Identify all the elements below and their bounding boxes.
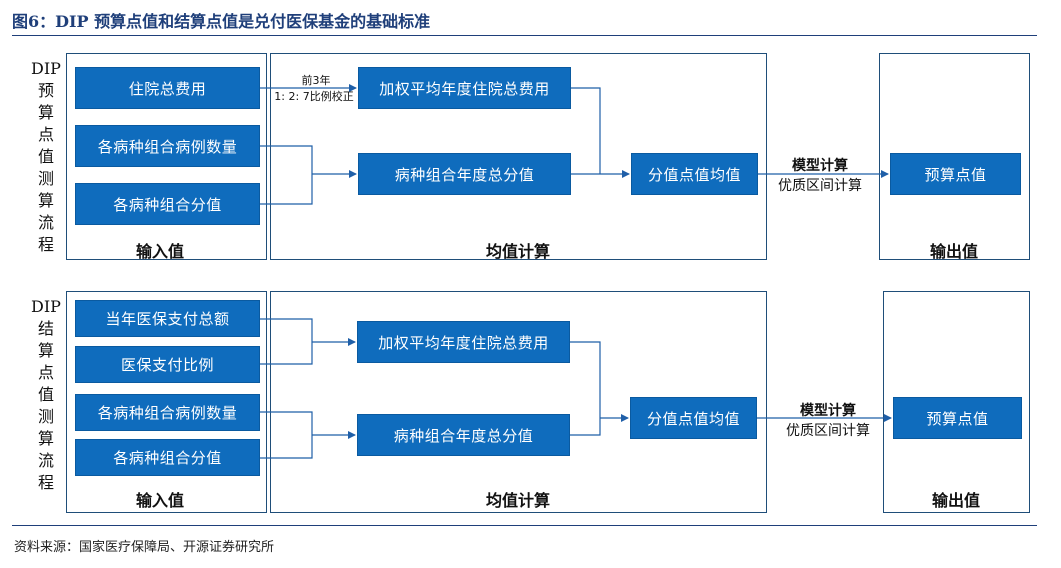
top-edge-label-model: 模型计算 (792, 158, 848, 174)
bottom-output-frame-label: 输出值 (931, 491, 981, 510)
bottom-side-label-line: DIP (31, 297, 61, 316)
top-side-label-line: 流 (37, 213, 54, 232)
top-edge-label-ratio: 1: 2: 7比例校正 (273, 88, 355, 104)
top-side-label-line: 点 (37, 125, 54, 144)
bottom-input-frame (66, 291, 267, 513)
bottom-side-label-line: 算 (37, 341, 54, 360)
title-rule (12, 35, 1037, 36)
top-node-budget-point: 预算点值 (890, 153, 1021, 195)
bottom-side-label-line: 结 (37, 319, 54, 338)
top-side-label-line: 测 (37, 169, 54, 188)
bottom-input-frame-label: 输入值 (135, 491, 185, 510)
bottom-connector-case-count (260, 411, 313, 435)
bottom-side-label: DIP 结 算 点 值 测 算 流 程 (26, 296, 66, 494)
bottom-node-payment-ratio: 医保支付比例 (75, 346, 260, 383)
bottom-side-label-line: 点 (37, 363, 54, 382)
bottom-side-label-line: 流 (37, 451, 54, 470)
top-node-total-cost: 住院总费用 (75, 67, 260, 109)
bottom-connector-total-payment (260, 318, 313, 342)
top-edge-label-prev-years: 前3年 (300, 72, 332, 88)
top-mean-frame (270, 53, 767, 260)
top-side-label-line: 值 (37, 147, 54, 166)
top-connector-weighted (571, 87, 601, 174)
bottom-side-label-line: 测 (37, 407, 54, 426)
bottom-connector-annual-score (570, 418, 601, 436)
top-mean-frame-label: 均值计算 (485, 242, 551, 261)
top-node-point-mean: 分值点值均值 (631, 153, 758, 195)
top-connector-case-count (260, 145, 313, 174)
bottom-mean-frame (270, 291, 767, 513)
bottom-connector-payment-ratio (260, 342, 313, 365)
top-side-label: DIP 预 算 点 值 测 算 流 程 (26, 58, 66, 256)
top-side-label-line: 算 (37, 103, 54, 122)
top-input-frame (66, 53, 267, 260)
bottom-side-label-line: 值 (37, 385, 54, 404)
figure-title: 图6：DIP 预算点值和结算点值是兑付医保基金的基础标准 (12, 12, 431, 31)
top-side-label-line: 算 (37, 191, 54, 210)
source-note: 资料来源：国家医疗保障局、开源证券研究所 (14, 540, 275, 555)
bottom-side-label-line: 算 (37, 429, 54, 448)
top-node-case-count: 各病种组合病例数量 (75, 125, 260, 167)
bottom-edge-label-model: 模型计算 (800, 403, 856, 419)
bottom-node-budget-point: 预算点值 (893, 397, 1022, 439)
top-input-frame-label: 输入值 (135, 242, 185, 261)
bottom-connector-weighted (570, 341, 601, 418)
bottom-node-case-count: 各病种组合病例数量 (75, 394, 260, 431)
top-side-label-line: 预 (37, 81, 54, 100)
top-edge-label-band: 优质区间计算 (778, 178, 862, 194)
top-output-frame (879, 53, 1030, 260)
bottom-node-weighted-cost: 加权平均年度住院总费用 (357, 321, 570, 363)
bottom-node-total-payment: 当年医保支付总额 (75, 300, 260, 337)
source-rule (12, 525, 1037, 526)
bottom-node-point-mean: 分值点值均值 (630, 397, 757, 439)
bottom-side-label-line: 程 (37, 473, 54, 492)
top-node-weighted-cost: 加权平均年度住院总费用 (358, 67, 571, 109)
bottom-connector-group-score (260, 435, 313, 459)
bottom-mean-frame-label: 均值计算 (485, 491, 551, 510)
bottom-output-frame (883, 291, 1030, 513)
top-node-group-score: 各病种组合分值 (75, 183, 260, 225)
top-output-frame-label: 输出值 (929, 242, 979, 261)
top-connector-group-score (260, 174, 313, 205)
top-node-annual-score: 病种组合年度总分值 (358, 153, 571, 195)
top-side-label-line: 程 (37, 235, 54, 254)
bottom-node-annual-score: 病种组合年度总分值 (357, 414, 570, 456)
top-side-label-line: DIP (31, 59, 61, 78)
bottom-edge-label-band: 优质区间计算 (786, 423, 870, 439)
bottom-node-group-score: 各病种组合分值 (75, 439, 260, 476)
